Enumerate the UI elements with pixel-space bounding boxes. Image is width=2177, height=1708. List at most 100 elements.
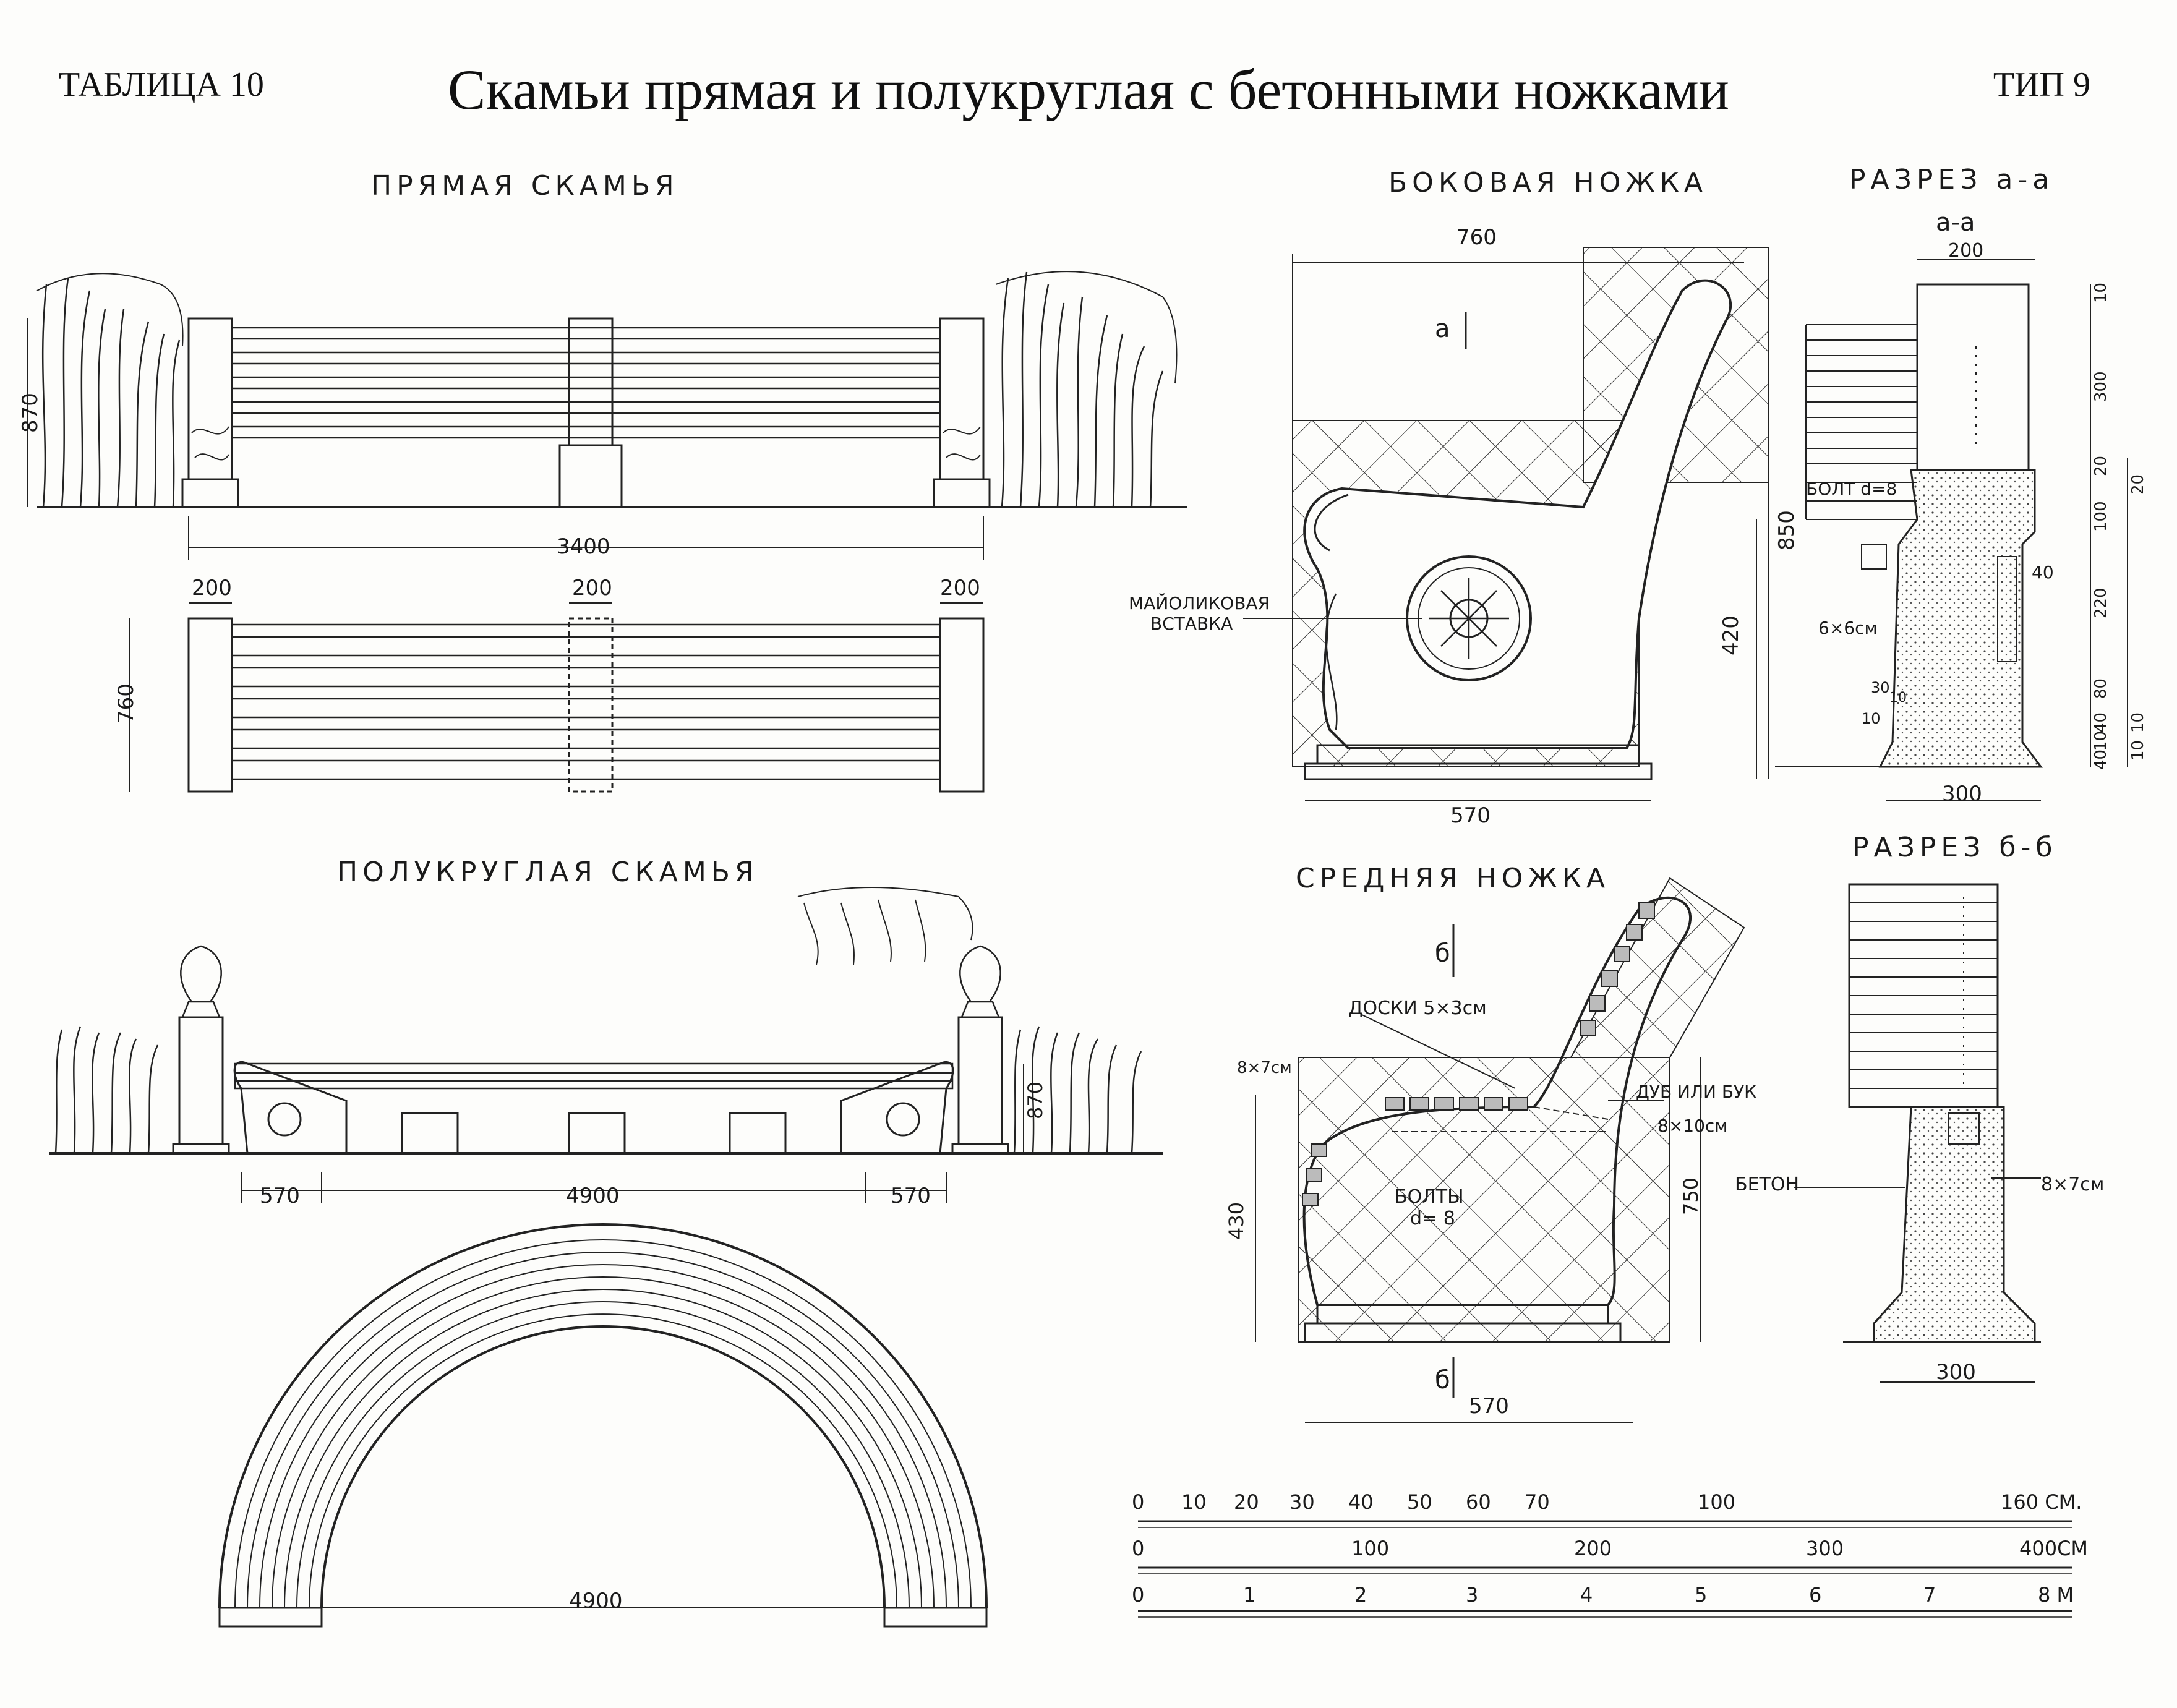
aa-outer-dim-0: 20 <box>2129 474 2147 495</box>
scale160-tick-8: 100 <box>1698 1490 1735 1514</box>
semicircular-bench-plan <box>218 1223 988 1628</box>
aa-dim-4: 220 <box>2092 587 2110 618</box>
aa-dim-7: 10 <box>2092 731 2110 751</box>
section-aa-recess: 40 <box>2032 562 2054 583</box>
middle-leg-cut-top: б <box>1435 939 1450 968</box>
plan-depth-dim: 760 <box>114 683 139 724</box>
section-bb-bar: 8×7см <box>2041 1174 2104 1195</box>
side-leg-cut-mark: а <box>1435 315 1450 343</box>
semi-span-dim: 4900 <box>566 1184 620 1208</box>
section-bb-concrete: БЕТОН <box>1735 1174 1799 1195</box>
middle-leg-height-dim: 750 <box>1679 1177 1703 1215</box>
section-bb-base: 300 <box>1936 1360 1976 1385</box>
side-leg-drawing <box>1243 247 1769 801</box>
insert-label-2: ВСТАВКА <box>1150 613 1233 634</box>
aa-dim-3: 100 <box>2092 501 2110 532</box>
section-aa-heading: РАЗРЕЗ а-а <box>1849 164 2055 195</box>
section-aa-base: 300 <box>1942 782 1982 806</box>
tree-left <box>36 273 184 508</box>
scale-m-8: 0 1 2 3 4 5 6 7 8 М <box>1132 1583 2074 1607</box>
section-aa-drawing <box>1775 259 2128 801</box>
scale400-tick-1: 100 <box>1351 1537 1389 1560</box>
insert-label-1: МАЙОЛИКОВАЯ <box>1129 592 1270 613</box>
scale160-tick-9: 160 СМ. <box>2001 1490 2082 1514</box>
aa-dim-5: 80 <box>2092 678 2110 699</box>
middle-leg-bolts-1: БОЛТЫ <box>1395 1186 1464 1208</box>
middle-leg-boards: ДОСКИ 5×3см <box>1348 997 1487 1019</box>
section-aa-right-dims: 10 300 20 100 220 80 40 10 40 20 10 10 <box>2092 283 2147 770</box>
page-title: Скамьи прямая и полукруглая с бетонными … <box>447 58 1730 121</box>
scale8-tick-3: 3 <box>1466 1583 1478 1607</box>
straight-length-dim: 3400 <box>557 534 610 559</box>
scale160-tick-1: 10 <box>1181 1490 1207 1514</box>
scale8-tick-6: 6 <box>1809 1583 1821 1607</box>
scale160-tick-5: 50 <box>1407 1490 1432 1514</box>
middle-leg-corner-bar: 8×7см <box>1237 1059 1292 1077</box>
section-aa-bar: 6×6см <box>1818 618 1878 638</box>
middle-leg-seat-dim: 430 <box>1225 1202 1248 1240</box>
side-leg-seat-dim: 420 <box>1719 615 1743 655</box>
scale160-tick-4: 40 <box>1348 1490 1374 1514</box>
section-aa-cut-title: а-а <box>1936 208 1975 237</box>
section-aa-small-30: 30 <box>1871 679 1890 696</box>
aa-outer-dim-2: 10 <box>2129 740 2147 761</box>
straight-bench-elevation <box>27 271 1187 560</box>
straight-bench-heading: ПРЯМАЯ СКАМЬЯ <box>371 170 679 202</box>
semi-end-right-dim: 570 <box>891 1184 931 1208</box>
side-leg-width-dim: 760 <box>1456 225 1497 250</box>
table-number: ТАБЛИЦА 10 <box>59 66 264 104</box>
semi-plan-span-dim: 4900 <box>569 1589 623 1613</box>
middle-leg-base-dim: 570 <box>1469 1394 1509 1419</box>
semicircular-bench-elevation <box>49 887 1163 1203</box>
scale-cm-160: 0 10 20 30 40 50 60 70 100 160 СМ. <box>1132 1490 2082 1514</box>
scale8-tick-7: 7 <box>1923 1583 1936 1607</box>
tree-right <box>995 271 1178 508</box>
scale160-tick-3: 30 <box>1290 1490 1315 1514</box>
scale400-tick-0: 0 <box>1132 1537 1144 1560</box>
straight-bench-plan <box>129 602 985 793</box>
scale160-tick-7: 70 <box>1525 1490 1550 1514</box>
scale8-tick-8: 8 М <box>2038 1583 2074 1607</box>
section-aa-small-10b: 10 <box>1862 710 1881 727</box>
tree-semi-right <box>1013 1026 1142 1154</box>
middle-leg-heading: СРЕДНЯЯ НОЖКА <box>1296 863 1610 894</box>
scale400-tick-2: 200 <box>1574 1537 1612 1560</box>
section-aa-small-10a: 10 <box>1889 690 1907 706</box>
scale160-tick-0: 0 <box>1132 1490 1144 1514</box>
aa-outer-dim-1: 10 <box>2129 712 2147 733</box>
middle-leg-wood-bar: 8×10см <box>1657 1116 1727 1136</box>
aa-dim-8: 40 <box>2092 749 2110 770</box>
side-leg-height-dim: 850 <box>1774 510 1799 550</box>
side-leg-base-dim: 570 <box>1450 803 1491 828</box>
middle-leg-drawing <box>1255 877 1745 1423</box>
middle-leg-wood: ДУБ ИЛИ БУК <box>1636 1082 1756 1102</box>
middle-leg-bolts-2: d= 8 <box>1410 1208 1455 1229</box>
aa-dim-0: 10 <box>2092 283 2110 303</box>
semicircular-bench-heading: ПОЛУКРУГЛАЯ СКАМЬЯ <box>337 856 759 888</box>
scale400-tick-3: 300 <box>1806 1537 1844 1560</box>
type-number: ТИП 9 <box>1993 66 2090 104</box>
scale8-tick-2: 2 <box>1354 1583 1367 1607</box>
scale8-tick-4: 4 <box>1580 1583 1593 1607</box>
section-bb-heading: РАЗРЕЗ б-б <box>1852 832 2058 863</box>
tree-semi-left <box>54 1026 159 1154</box>
semi-end-left-dim: 570 <box>260 1184 300 1208</box>
section-bb-drawing <box>1794 883 2041 1383</box>
section-aa-top-width: 200 <box>1948 240 1983 262</box>
aa-dim-1: 300 <box>2092 371 2110 402</box>
scale160-tick-6: 60 <box>1466 1490 1491 1514</box>
plan-leg-right-dim: 200 <box>940 576 980 600</box>
middle-leg-cut-bottom: б <box>1435 1366 1450 1394</box>
section-aa-bolt: БОЛТ d=8 <box>1806 479 1897 499</box>
plan-leg-middle-dim: 200 <box>572 576 612 600</box>
scale400-tick-4: 400СМ <box>2019 1537 2088 1560</box>
plan-leg-left-dim: 200 <box>192 576 232 600</box>
scale8-tick-0: 0 <box>1132 1583 1144 1607</box>
semi-height-dim: 870 <box>1024 1082 1047 1119</box>
scale-bars <box>1138 1520 2072 1618</box>
straight-height-dim: 870 <box>18 393 43 433</box>
tree-semi-top <box>797 887 973 965</box>
side-leg-heading: БОКОВАЯ НОЖКА <box>1388 167 1708 199</box>
aa-dim-2: 20 <box>2092 456 2110 476</box>
